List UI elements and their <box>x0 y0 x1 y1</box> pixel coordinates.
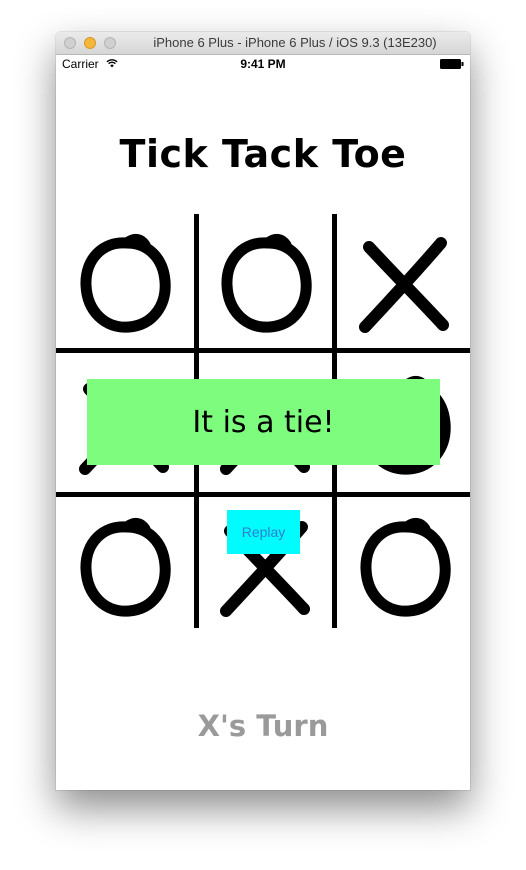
o-mark-icon <box>80 517 171 617</box>
status-time: 9:41 PM <box>240 57 286 71</box>
close-window-button[interactable] <box>64 37 76 49</box>
tie-result-message: It is a tie! <box>192 404 335 440</box>
board-cell[interactable] <box>197 216 335 354</box>
carrier-label: Carrier <box>62 57 99 71</box>
window-titlebar[interactable]: iPhone 6 Plus - iPhone 6 Plus / iOS 9.3 … <box>56 32 470 55</box>
turn-indicator: X's Turn <box>197 709 329 743</box>
board-cell[interactable] <box>56 500 194 638</box>
board-cell[interactable] <box>336 500 470 638</box>
o-mark-icon <box>80 233 171 333</box>
minimize-window-button[interactable] <box>84 37 96 49</box>
x-mark-icon <box>359 237 449 333</box>
grid-line-horizontal-1 <box>56 348 470 353</box>
board-cell[interactable] <box>56 216 194 354</box>
tie-result-banner: It is a tie! <box>87 379 440 465</box>
zoom-window-button[interactable] <box>104 37 116 49</box>
game-title: Tick Tack Toe <box>119 132 407 176</box>
simulator-window: iPhone 6 Plus - iPhone 6 Plus / iOS 9.3 … <box>56 32 470 790</box>
status-bar: Carrier 9:41 PM <box>56 55 470 75</box>
wifi-icon <box>106 59 118 68</box>
o-mark-icon <box>360 517 451 617</box>
grid-line-horizontal-2 <box>56 492 470 497</box>
replay-button[interactable]: Replay <box>227 510 300 554</box>
o-mark-icon <box>221 233 312 333</box>
board-cell[interactable] <box>336 216 470 354</box>
window-title: iPhone 6 Plus - iPhone 6 Plus / iOS 9.3 … <box>153 35 437 50</box>
battery-icon <box>440 59 464 69</box>
